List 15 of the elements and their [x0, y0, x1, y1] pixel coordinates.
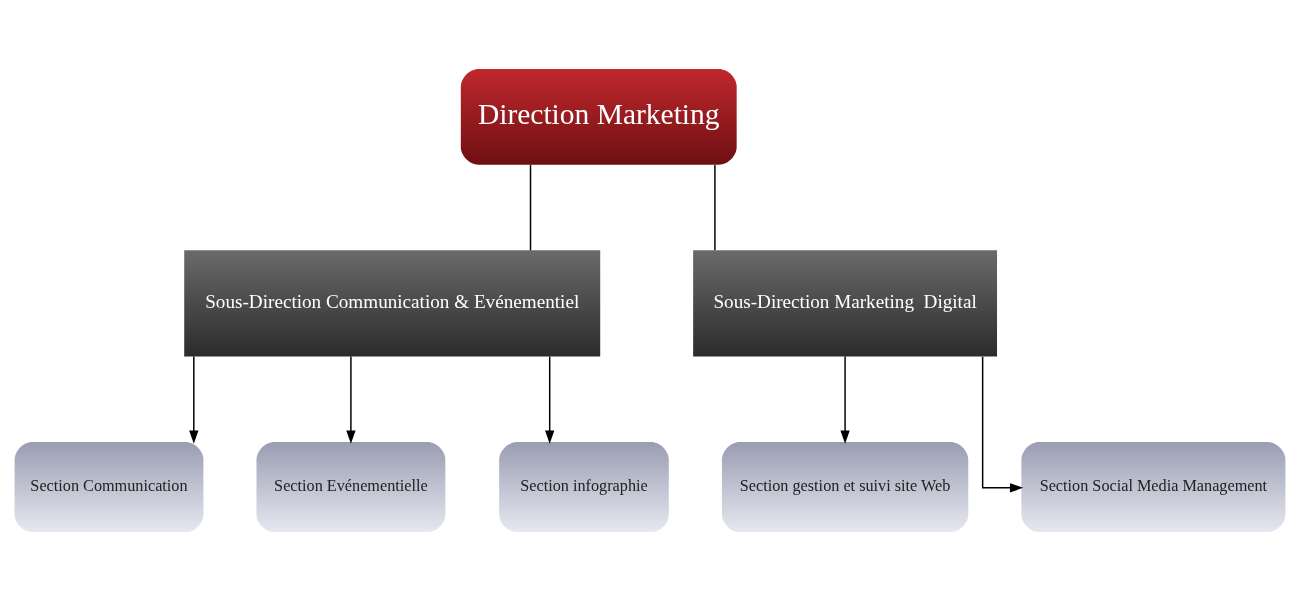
arrow	[840, 355, 850, 444]
node-box: Section Communication	[14, 442, 204, 533]
connector	[529, 164, 532, 252]
node-box: Section Social Media Management	[1021, 442, 1286, 533]
node-box: Section infographie	[499, 442, 669, 533]
arrow	[545, 355, 555, 444]
arrow	[346, 355, 356, 444]
node-box: Direction Marketing	[460, 68, 737, 165]
node-box: Section Evénementielle	[256, 442, 446, 533]
connector	[714, 164, 716, 252]
arrow	[981, 356, 1024, 493]
node-box: Section gestion et suivi site Web	[721, 442, 969, 533]
arrow	[189, 355, 199, 444]
node-box: Sous-Direction Marketing Digital	[693, 250, 998, 357]
node-box: Sous-Direction Communication & Evénementiel	[184, 250, 601, 357]
